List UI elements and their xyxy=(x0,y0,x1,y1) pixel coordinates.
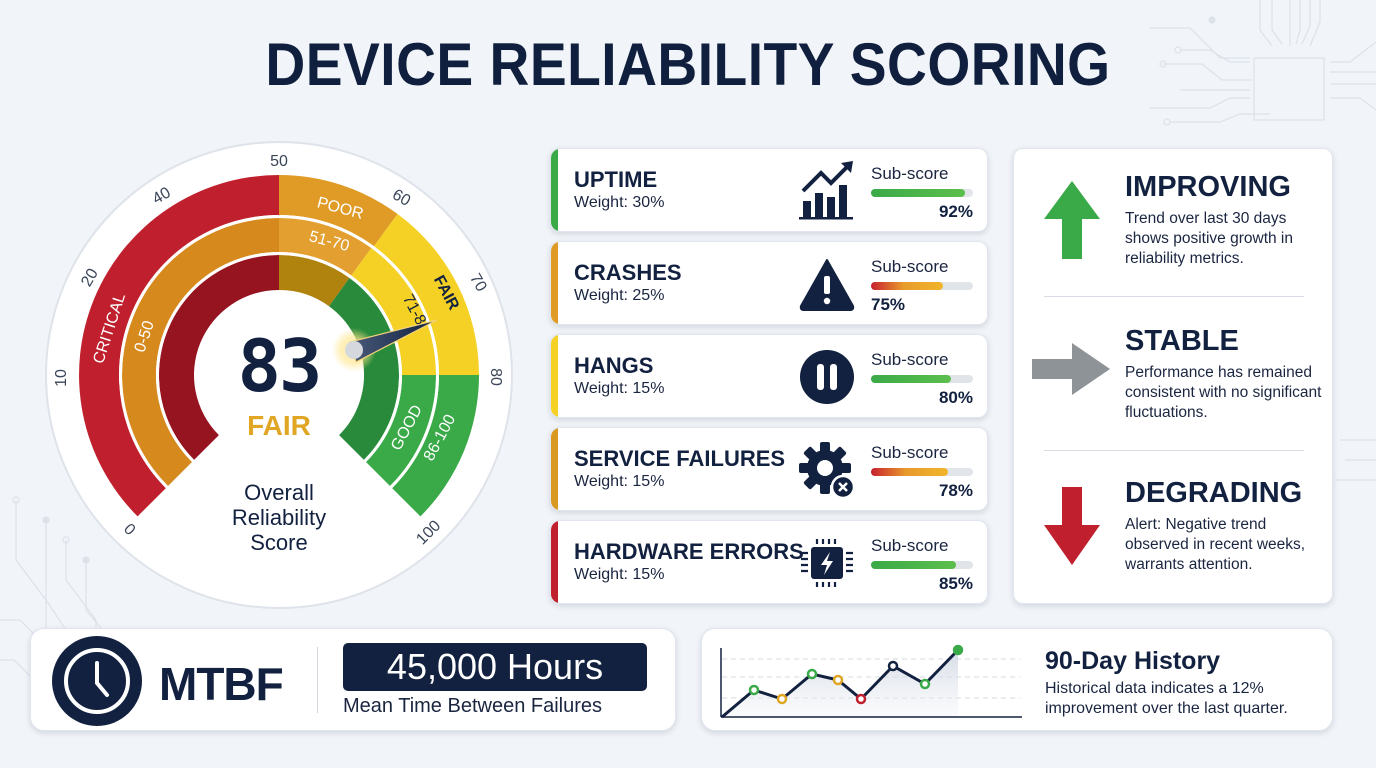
metric-weight: Weight: 25% xyxy=(574,287,665,304)
trending-chart-icon xyxy=(799,161,853,220)
svg-text:40: 40 xyxy=(150,184,174,208)
chip-icon xyxy=(801,539,853,587)
metric-weight: Weight: 30% xyxy=(574,194,665,211)
page-title: DEVICE RELIABILITY SCORING xyxy=(265,31,1111,98)
metric-name: HANGS xyxy=(574,353,654,378)
metric-weight: Weight: 15% xyxy=(574,473,665,490)
gauge-outer-ring xyxy=(79,175,479,517)
gauge-dial: 0 10 20 40 50 60 70 80 100 CRITICAL 0-50… xyxy=(45,141,513,609)
pause-icon xyxy=(800,350,854,404)
mtbf-description: Mean Time Between Failures xyxy=(343,695,603,717)
sub-score-label: Sub-score xyxy=(871,536,949,555)
gauge-needle xyxy=(332,319,438,372)
overall-score-status: FAIR xyxy=(247,410,311,441)
metric-name: UPTIME xyxy=(574,167,658,192)
trends-panel: IMPROVING Trend over last 30 days shows … xyxy=(1013,148,1333,604)
clock-icon xyxy=(52,636,142,726)
sub-score-label: Sub-score xyxy=(871,443,949,462)
sub-score-label: Sub-score xyxy=(871,350,949,369)
accent-bar xyxy=(551,242,558,324)
reliability-gauge: 0 10 20 40 50 60 70 80 100 CRITICAL 0-50… xyxy=(44,140,514,610)
mtbf-label: MTBF xyxy=(159,658,284,710)
sub-score-bar xyxy=(871,189,973,197)
history-title: 90-Day History xyxy=(1045,647,1221,675)
metric-name: HARDWARE ERRORS xyxy=(574,539,804,564)
sub-score-bar xyxy=(871,375,973,383)
sub-score-value: 85% xyxy=(938,574,973,593)
arrow-down-icon xyxy=(1044,487,1100,565)
arrow-up-icon xyxy=(1044,181,1100,259)
sub-score-bar xyxy=(871,561,973,569)
trend-description: Performance has remained consistent with… xyxy=(1125,364,1322,421)
sub-score-value: 92% xyxy=(938,202,973,221)
metric-card-crashes: CRASHES Weight: 25% Sub-score 75% xyxy=(550,241,988,325)
gauge-middle-ring xyxy=(122,218,436,486)
trend-title: STABLE xyxy=(1125,325,1239,357)
sub-score-label: Sub-score xyxy=(871,257,949,276)
metric-card-uptime: UPTIME Weight: 30% Sub-score 92% xyxy=(550,148,988,232)
divider xyxy=(1044,450,1304,451)
overall-score-value: 83 xyxy=(237,324,323,408)
svg-text:50: 50 xyxy=(270,153,288,170)
accent-bar xyxy=(551,521,558,603)
history-card: 90-Day History Historical data indicates… xyxy=(701,628,1333,731)
svg-text:20: 20 xyxy=(78,266,102,290)
overall-score-caption: Overall Reliability Score xyxy=(231,480,327,555)
accent-bar xyxy=(551,149,558,231)
trend-stable: STABLE Performance has remained consiste… xyxy=(1014,303,1334,443)
trend-description: Trend over last 30 days shows positive g… xyxy=(1125,210,1293,267)
arrow-right-icon xyxy=(1032,343,1110,395)
svg-text:60: 60 xyxy=(389,186,413,210)
metric-name: SERVICE FAILURES xyxy=(574,446,786,471)
metric-card-hangs: HANGS Weight: 15% Sub-score 80% xyxy=(550,334,988,418)
sub-score-bar xyxy=(871,282,973,290)
metric-card-service-failures: SERVICE FAILURES Weight: 15% Sub-score 7… xyxy=(550,427,988,511)
sub-score-bar xyxy=(871,468,973,476)
sub-score-value: 78% xyxy=(938,481,973,500)
mtbf-card: MTBF 45,000 Hours Mean Time Between Fail… xyxy=(30,628,676,731)
accent-bar xyxy=(551,428,558,510)
trend-title: DEGRADING xyxy=(1125,477,1303,509)
trend-degrading: DEGRADING Alert: Negative trend observed… xyxy=(1014,455,1334,595)
svg-text:10: 10 xyxy=(53,369,70,387)
sub-score-value: 75% xyxy=(871,295,906,314)
sub-score-value: 80% xyxy=(938,388,973,407)
svg-text:80: 80 xyxy=(487,368,504,386)
metric-weight: Weight: 15% xyxy=(574,380,665,397)
svg-text:70: 70 xyxy=(466,271,490,295)
trend-description: Alert: Negative trend observed in recent… xyxy=(1125,516,1306,573)
trend-improving: IMPROVING Trend over last 30 days shows … xyxy=(1014,149,1334,289)
accent-bar xyxy=(551,335,558,417)
metric-name: CRASHES xyxy=(574,260,682,285)
gear-error-icon xyxy=(799,442,855,500)
history-line-chart xyxy=(720,644,1022,719)
history-description: Historical data indicates a 12% improvem… xyxy=(1045,680,1288,717)
divider xyxy=(317,647,318,713)
warning-icon xyxy=(799,259,855,311)
metric-weight: Weight: 15% xyxy=(574,566,665,583)
trend-title: IMPROVING xyxy=(1125,171,1291,203)
metric-card-hardware-errors: HARDWARE ERRORS Weight: 15% Sub-score 85… xyxy=(550,520,988,604)
divider xyxy=(1044,296,1304,297)
sub-score-label: Sub-score xyxy=(871,164,949,183)
mtbf-value: 45,000 Hours xyxy=(343,643,647,691)
